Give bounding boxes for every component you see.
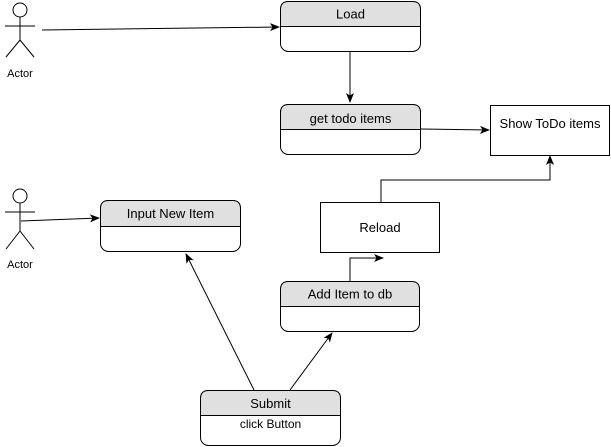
actor-icon — [5, 2, 35, 58]
node-add-item-to-db[interactable]: Add Item to db — [280, 281, 420, 332]
edge-reload-to-show — [380, 155, 554, 202]
node-load[interactable]: Load — [280, 1, 421, 52]
node-header — [280, 281, 420, 307]
node-show-todo-items[interactable]: Show ToDo items — [490, 105, 610, 156]
edge-add-to-reload — [349, 254, 384, 281]
actor-label: Actor — [7, 68, 33, 80]
node-get-todo-items[interactable]: get todo items — [280, 104, 421, 155]
edge-actor-to-load — [41, 23, 280, 32]
actor-icon — [5, 188, 35, 250]
node-title: Show ToDo items — [500, 116, 601, 131]
edge-submit-to-input — [185, 253, 255, 391]
node-header — [280, 104, 421, 130]
actor-bottom[interactable]: Actor — [5, 188, 35, 271]
edge-submit-to-add — [289, 332, 333, 391]
node-title: get todo items — [310, 111, 392, 126]
edge-actor-to-input — [20, 214, 100, 223]
node-header — [100, 200, 241, 227]
edges — [20, 23, 554, 391]
node-input-new-item[interactable]: Input New Item — [100, 200, 241, 252]
node-subtitle: click Button — [240, 417, 301, 431]
actor-top[interactable]: Actor — [5, 2, 35, 80]
node-reload[interactable]: Reload — [320, 202, 440, 253]
node-submit[interactable]: Submit click Button — [200, 390, 341, 446]
node-body — [490, 105, 610, 156]
node-title: Input New Item — [127, 206, 214, 221]
node-title: Reload — [359, 220, 400, 235]
node-title: Add Item to db — [308, 287, 393, 302]
node-title: Submit — [250, 396, 291, 411]
node-header — [280, 1, 421, 27]
node-body — [320, 202, 440, 253]
node-header — [200, 390, 341, 416]
node-title: Load — [336, 7, 365, 22]
edge-get-todo-to-show — [420, 125, 490, 134]
actor-label: Actor — [7, 259, 33, 271]
